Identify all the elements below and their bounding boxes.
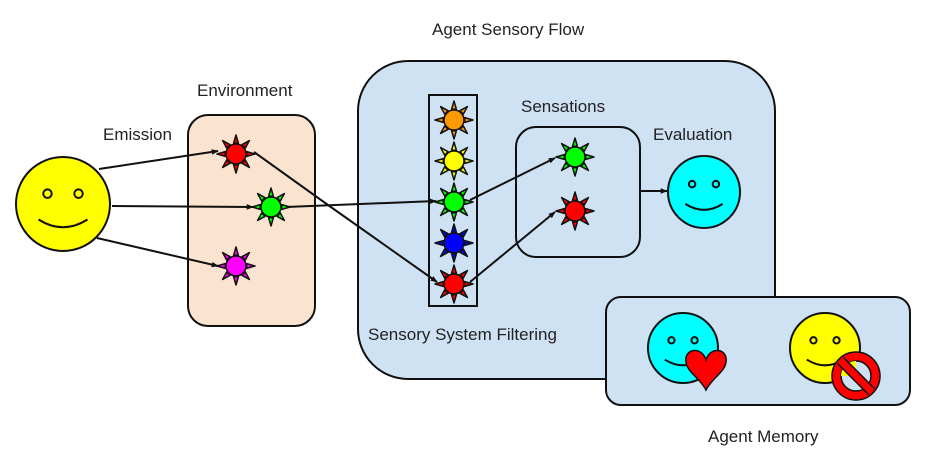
smile <box>684 203 724 211</box>
left-eye <box>687 179 697 189</box>
arrow-green-to-filter <box>285 198 437 208</box>
sun-core <box>564 200 586 222</box>
filter-stimulus-yellow <box>434 141 474 181</box>
filter-stimulus-blue <box>434 223 474 263</box>
stimulus-red <box>216 134 256 174</box>
emitter-agent-face <box>15 156 111 252</box>
arrow-emitter-to-green <box>111 204 254 210</box>
stimulus-green <box>251 187 291 227</box>
sun-core <box>443 150 465 172</box>
sun-core <box>564 146 586 168</box>
left-eye <box>809 336 818 345</box>
filter-stimulus-red <box>434 264 474 304</box>
diagram-title: Agent Sensory Flow <box>432 20 585 39</box>
memory-disliked-agent <box>789 312 881 401</box>
right-eye <box>832 336 841 345</box>
sun-core <box>225 143 247 165</box>
sun-core <box>225 255 247 277</box>
flow-arrows <box>96 149 668 283</box>
arrow-filter-green-to-sensation <box>469 157 556 201</box>
emission-label: Emission <box>103 125 172 144</box>
sensations-label: Sensations <box>521 97 605 116</box>
stimulus-magenta <box>216 246 256 286</box>
right-eye <box>73 188 84 199</box>
arrow-emitter-to-red <box>98 149 219 170</box>
face-circle <box>15 156 111 252</box>
arrow-filter-red-to-sensation <box>469 211 556 283</box>
evaluation-label: Evaluation <box>653 125 732 144</box>
sun-core <box>443 109 465 131</box>
sensation-green <box>555 137 595 177</box>
memory-items <box>647 312 881 401</box>
environment-box <box>187 114 316 327</box>
heart-icon <box>685 349 727 392</box>
smile <box>38 218 88 229</box>
sun-core <box>443 191 465 213</box>
sensation-stimuli <box>555 137 595 231</box>
right-eye <box>690 336 699 345</box>
environment-label: Environment <box>197 81 293 100</box>
sun-core <box>260 196 282 218</box>
left-eye <box>667 336 676 345</box>
filter-stimuli <box>434 100 474 304</box>
right-eye <box>711 179 721 189</box>
filter-stimulus-orange <box>434 100 474 140</box>
evaluator-agent-face <box>667 155 741 229</box>
filter-stimulus-green <box>434 182 474 222</box>
environment-stimuli <box>216 134 291 286</box>
agent-memory-label: Agent Memory <box>708 427 819 446</box>
sensation-red <box>555 191 595 231</box>
face-circle <box>667 155 741 229</box>
left-eye <box>42 188 53 199</box>
memory-liked-agent <box>647 312 727 392</box>
sensory-filtering-label: Sensory System Filtering <box>368 325 557 344</box>
sun-core <box>443 273 465 295</box>
prohibited-icon <box>831 351 881 401</box>
arrow-emitter-to-magenta <box>96 237 219 268</box>
sun-core <box>443 232 465 254</box>
